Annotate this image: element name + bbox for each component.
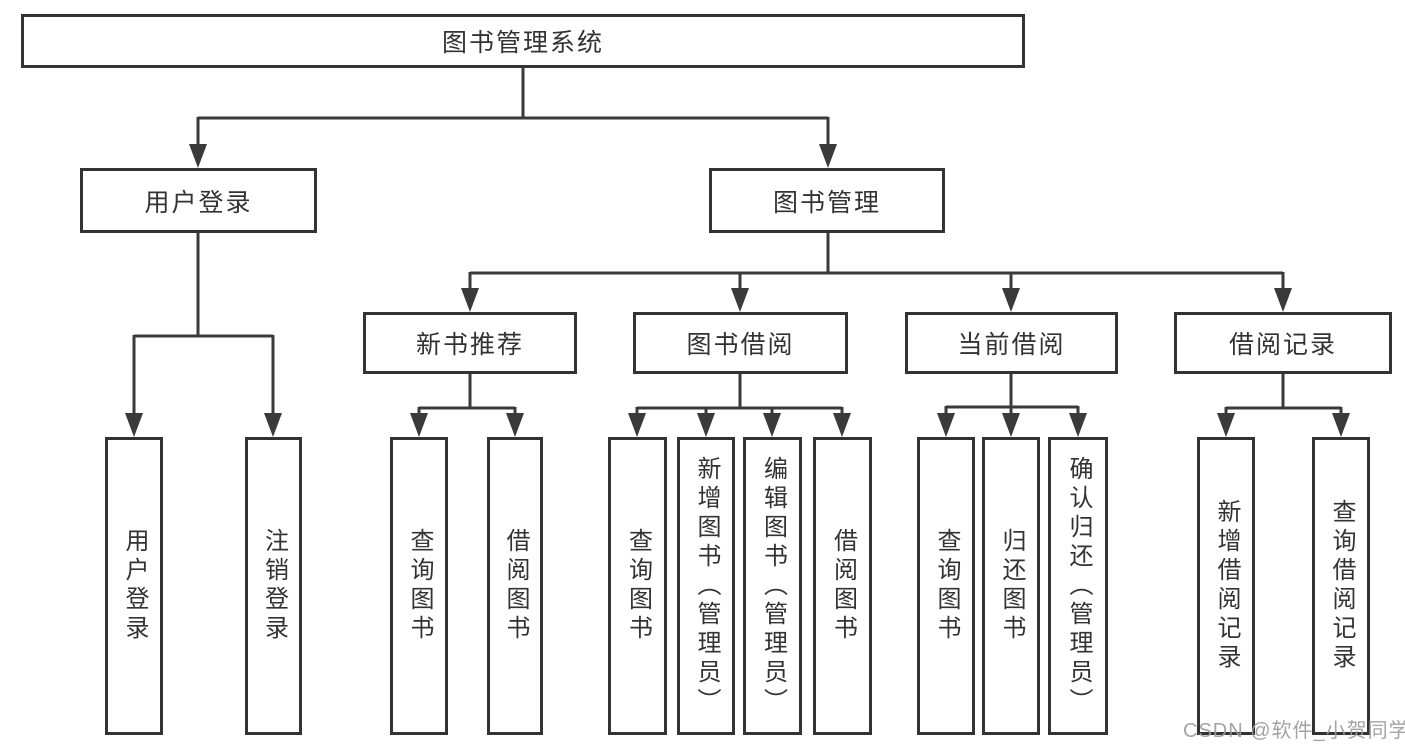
leaf-newbook-borrow-label: 借阅图书: [502, 528, 529, 644]
leaf-borrow-edit-admin: 编辑图书（管理员）: [743, 437, 802, 735]
node-borrow-record: 借阅记录: [1174, 312, 1392, 374]
node-new-book-recommend-label: 新书推荐: [415, 331, 524, 359]
leaf-newbook-borrow: 借阅图书: [487, 437, 543, 735]
leaf-record-add: 新增借阅记录: [1197, 437, 1255, 735]
arrowheads-level3: [461, 288, 1292, 312]
arrowheads-borrowrecord-children: [1217, 413, 1350, 437]
leaf-user-login-label: 用户登录: [121, 528, 148, 644]
node-root: 图书管理系统: [21, 14, 1025, 68]
connector-bookmgmt-to-level3: [468, 233, 1285, 291]
leaf-current-query: 查询图书: [917, 437, 975, 735]
arrowheads-newbook-children: [410, 413, 524, 437]
connector-currentborrow-children: [944, 374, 1080, 415]
leaf-record-add-label: 新增借阅记录: [1213, 499, 1240, 673]
leaf-borrow-query-label: 查询图书: [624, 528, 652, 644]
leaf-borrow-borrow: 借阅图书: [813, 437, 872, 735]
leaf-current-query-label: 查询图书: [933, 528, 960, 644]
arrowheads-level2: [189, 144, 837, 168]
node-book-mgmt-label: 图书管理: [772, 188, 881, 217]
leaf-borrow-query: 查询图书: [608, 437, 667, 735]
node-book-borrow: 图书借阅: [633, 312, 848, 374]
node-root-label: 图书管理系统: [441, 29, 604, 57]
leaf-borrow-add-admin-label: 新增图书（管理员）: [693, 455, 720, 717]
node-book-borrow-label: 图书借阅: [686, 331, 795, 359]
leaf-current-return: 归还图书: [982, 437, 1040, 735]
leaf-logout: 注销登录: [245, 437, 302, 735]
connector-userlogin-children: [132, 233, 275, 415]
leaf-logout-label: 注销登录: [260, 528, 288, 644]
node-book-mgmt: 图书管理: [709, 168, 945, 233]
node-current-borrow: 当前借阅: [905, 312, 1118, 374]
leaf-record-query-label: 查询借阅记录: [1328, 499, 1355, 673]
connector-bookborrow-children: [635, 374, 844, 415]
leaf-newbook-query: 查询图书: [390, 437, 448, 735]
node-user-login: 用户登录: [80, 168, 317, 233]
arrowheads-currentborrow-children: [937, 413, 1087, 437]
leaf-current-confirm-admin: 确认归还（管理员）: [1048, 437, 1108, 735]
leaf-current-confirm-admin-label: 确认归还（管理员）: [1065, 455, 1092, 717]
connector-newbook-children: [417, 374, 517, 415]
node-user-login-label: 用户登录: [144, 188, 253, 217]
leaf-borrow-add-admin: 新增图书（管理员）: [677, 437, 735, 735]
node-new-book-recommend: 新书推荐: [363, 312, 577, 374]
leaf-newbook-query-label: 查询图书: [406, 528, 433, 644]
leaf-record-query: 查询借阅记录: [1312, 437, 1370, 735]
leaf-borrow-borrow-label: 借阅图书: [829, 528, 857, 644]
connector-root-to-level2: [196, 68, 830, 146]
leaf-user-login: 用户登录: [105, 437, 163, 735]
leaf-current-return-label: 归还图书: [998, 528, 1025, 644]
csdn-watermark: CSDN @软件_小贺同学: [1183, 720, 1405, 742]
arrowheads-bookborrow-children: [628, 413, 851, 437]
leaf-borrow-edit-admin-label: 编辑图书（管理员）: [759, 455, 787, 717]
node-borrow-record-label: 借阅记录: [1228, 331, 1337, 359]
node-current-borrow-label: 当前借阅: [957, 331, 1066, 359]
arrowheads-userlogin-children: [125, 413, 282, 437]
connector-borrowrecord-children: [1224, 374, 1343, 415]
